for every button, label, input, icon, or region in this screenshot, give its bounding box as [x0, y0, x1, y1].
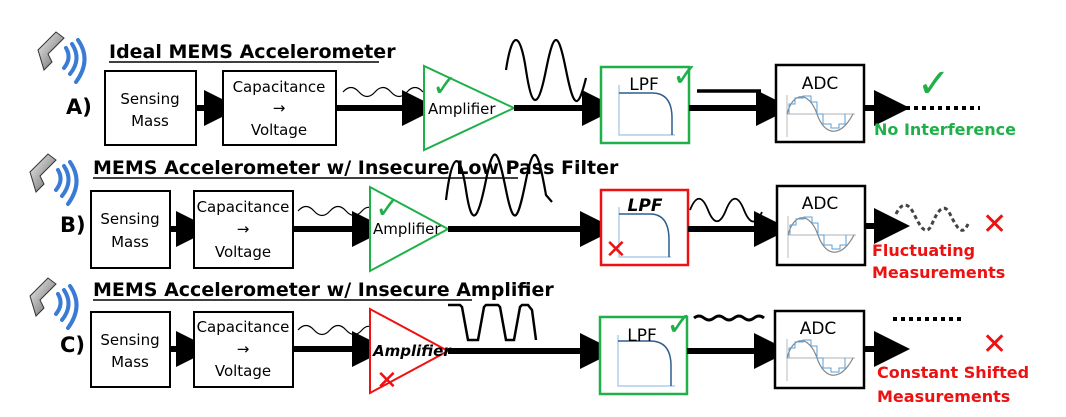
- shifted-ripple-wave: [693, 314, 765, 322]
- cap-voltage-block: [193, 311, 294, 388]
- check-icon: ✓: [375, 191, 400, 226]
- amplifier-label: Amplifier: [373, 220, 441, 238]
- passed-wave: [689, 197, 763, 223]
- lpf-curve: [619, 92, 673, 135]
- cross-icon: ✕: [376, 366, 398, 396]
- sensing-mass-label-2: Mass: [111, 233, 149, 251]
- amplified-wave: [504, 38, 588, 103]
- row-c: MEMS Accelerometer w/ Insecure Amplifier…: [29, 277, 1029, 406]
- small-signal-wave: [342, 86, 424, 98]
- cap-label-3: Voltage: [215, 243, 271, 261]
- cap-voltage-block: [193, 190, 294, 269]
- fluctuating-dashed-wave: [894, 203, 970, 232]
- lpf-block: [599, 65, 691, 145]
- cross-icon: ✕: [982, 207, 1007, 242]
- cross-icon: ✕: [605, 235, 627, 265]
- speaker-icon: [29, 153, 79, 206]
- cross-icon: ✕: [982, 327, 1007, 362]
- adc-label: ADC: [800, 319, 837, 339]
- sensing-mass-block: [104, 70, 197, 146]
- adc-sine-icon: [786, 95, 855, 137]
- result-text: No Interference: [874, 120, 1016, 139]
- check-icon: ✓: [672, 56, 699, 94]
- cap-label-1: Capacitance: [197, 318, 290, 336]
- row-label: A): [66, 95, 92, 119]
- adc-label: ADC: [802, 194, 839, 214]
- row-label: C): [60, 333, 85, 357]
- row-a: Ideal MEMS Accelerometer A) Sensing Mass…: [37, 31, 1016, 152]
- check-icon: ✓: [432, 69, 457, 104]
- lpf-axes: [617, 335, 675, 387]
- small-signal-wave: [297, 324, 377, 336]
- adc-sine-icon: [786, 339, 855, 381]
- small-signal-wave: [297, 205, 377, 217]
- result-text-line-1: Constant Shifted: [877, 363, 1029, 382]
- sensing-mass-label-2: Mass: [131, 112, 169, 130]
- row-title: Ideal MEMS Accelerometer: [109, 41, 396, 63]
- adc-label: ADC: [802, 74, 839, 94]
- lpf-axes: [618, 85, 675, 136]
- lpf-label: LPF: [629, 75, 659, 95]
- amplifier-block: [369, 185, 451, 273]
- cap-label-2: →: [237, 220, 250, 238]
- sensing-mass-label-1: Sensing: [120, 90, 179, 108]
- clipped-square-wave: [448, 303, 538, 342]
- lpf-label: LPF: [627, 326, 657, 346]
- speaker-icon: [29, 277, 79, 330]
- cap-label-1: Capacitance: [197, 198, 290, 216]
- cap-voltage-block: [222, 70, 337, 146]
- row-title: MEMS Accelerometer w/ Insecure Amplifier: [93, 279, 554, 301]
- amplifier-label: Amplifier: [428, 100, 496, 118]
- lpf-block: [598, 315, 689, 396]
- amplifier-block: [369, 307, 451, 395]
- row-b: MEMS Accelerometer w/ Insecure Low Pass …: [29, 153, 1007, 282]
- lpf-curve: [619, 213, 670, 257]
- lpf-label: LPF: [628, 196, 663, 216]
- sensing-mass-label-1: Sensing: [100, 210, 159, 228]
- lpf-block: [599, 188, 690, 267]
- cap-label-3: Voltage: [251, 121, 307, 139]
- amplifier-label: Amplifier: [372, 342, 452, 360]
- sensing-mass-block: [90, 311, 171, 388]
- cap-label-2: →: [273, 99, 286, 117]
- check-icon: ✓: [666, 305, 693, 343]
- sensing-mass-block: [90, 190, 171, 269]
- result-text-line-1: Fluctuating: [872, 241, 975, 260]
- sensing-mass-label-1: Sensing: [100, 331, 159, 349]
- result-text-line-2: Measurements: [877, 387, 1010, 406]
- cap-label-3: Voltage: [215, 362, 271, 380]
- check-icon: ✓: [917, 61, 951, 107]
- amplified-wave: [444, 153, 553, 217]
- sensing-mass-label-2: Mass: [111, 353, 149, 371]
- amplifier-block: [423, 64, 517, 152]
- lpf-curve: [618, 340, 672, 386]
- speaker-icon: [37, 31, 87, 84]
- adc-sine-icon: [787, 216, 856, 258]
- result-text-line-2: Measurements: [872, 263, 1005, 282]
- cap-label-2: →: [237, 340, 250, 358]
- cap-label-1: Capacitance: [233, 78, 326, 96]
- lpf-axes: [618, 207, 671, 258]
- row-label: B): [60, 213, 86, 237]
